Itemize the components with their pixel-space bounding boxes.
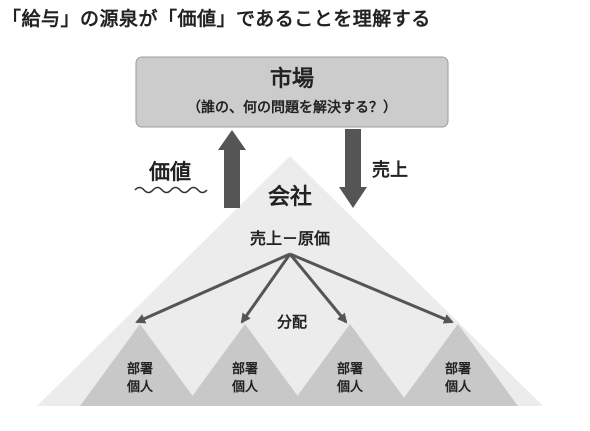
unit-2-line1: 部署 [232, 361, 258, 377]
market-box [135, 56, 449, 128]
distribution-label: 分配 [277, 313, 307, 331]
unit-4-line1: 部署 [445, 361, 471, 377]
company-title: 会社 [268, 184, 312, 210]
sales-label: 売上 [372, 159, 408, 181]
distribution-arrow-1 [135, 252, 291, 324]
unit-4-line2: 個人 [444, 379, 472, 395]
value-up-arrow [218, 130, 246, 208]
market-title: 市場 [270, 66, 314, 92]
distribution-arrows [135, 252, 454, 324]
unit-triangle-3 [290, 324, 410, 406]
unit-2-line2: 個人 [231, 379, 259, 395]
unit-3-line1: 部署 [337, 361, 363, 377]
unit-1-line1: 部署 [127, 361, 153, 377]
company-triangle [37, 156, 543, 406]
unit-3-line2: 個人 [336, 379, 364, 395]
sales-down-arrow [339, 129, 367, 208]
unit-triangle-2 [185, 324, 305, 406]
unit-triangle-1 [80, 324, 200, 406]
value-wavy-underline [134, 186, 208, 194]
unit-triangle-4 [398, 324, 518, 406]
page-heading: 「給与」の源泉が「価値」であることを理解する [2, 8, 431, 30]
distribution-arrow-3 [288, 253, 348, 324]
unit-1-line2: 個人 [126, 379, 154, 395]
company-formula: 売上－原価 [250, 229, 330, 248]
market-subtitle: （誰の、何の問題を解決する？） [187, 99, 397, 116]
distribution-arrow-4 [289, 252, 454, 324]
value-label: 価値 [148, 160, 191, 184]
distribution-arrow-2 [240, 253, 292, 324]
